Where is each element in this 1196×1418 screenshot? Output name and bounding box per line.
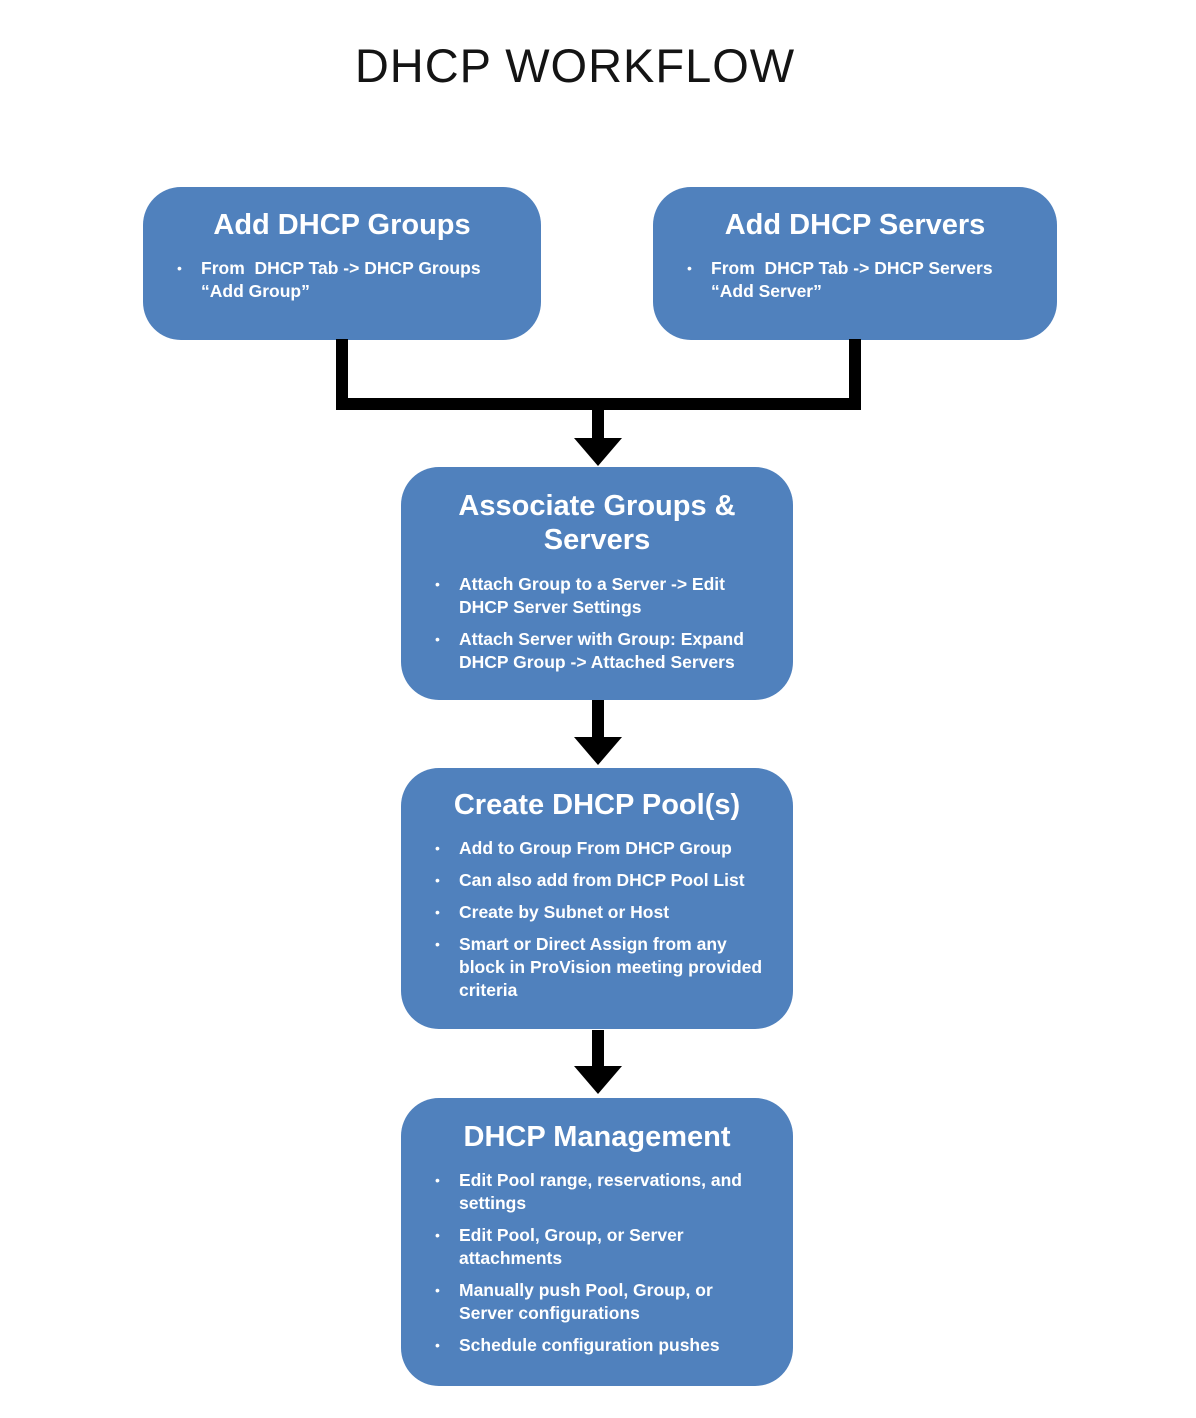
node-add-dhcp-servers: Add DHCP Servers • From DHCP Tab -> DHCP… xyxy=(653,187,1057,340)
node-title: Create DHCP Pool(s) xyxy=(453,789,741,821)
bullet-icon: • xyxy=(435,1337,440,1354)
list-item: • Smart or Direct Assign from any block … xyxy=(431,933,763,1002)
list-item: • Can also add from DHCP Pool List xyxy=(431,869,763,892)
bullet-icon: • xyxy=(435,1172,440,1189)
list-item: • Create by Subnet or Host xyxy=(431,901,763,924)
bullet-text: Edit Pool range, reservations, and setti… xyxy=(459,1170,747,1214)
list-item: • Manually push Pool, Group, or Server c… xyxy=(431,1279,763,1325)
arrow-down-icon xyxy=(574,438,622,466)
bullet-icon: • xyxy=(435,1227,440,1244)
bullet-text: Create by Subnet or Host xyxy=(459,902,670,923)
node-associate-groups-servers: Associate Groups & Servers • Attach Grou… xyxy=(401,467,793,700)
bullet-icon: • xyxy=(435,576,440,593)
bullet-icon: • xyxy=(435,936,440,953)
list-item: • Edit Pool, Group, or Server attachment… xyxy=(431,1224,763,1270)
bullet-icon: • xyxy=(687,260,692,277)
list-item: • Edit Pool range, reservations, and set… xyxy=(431,1169,763,1215)
node-dhcp-management: DHCP Management • Edit Pool range, reser… xyxy=(401,1098,793,1386)
bullet-icon: • xyxy=(435,904,440,921)
list-item: • Attach Group to a Server -> Edit DHCP … xyxy=(431,573,763,619)
node-bullet-list: • From DHCP Tab -> DHCP Servers “Add Ser… xyxy=(653,257,1057,303)
bullet-text: Schedule configuration pushes xyxy=(459,1335,720,1356)
list-item: • Schedule configuration pushes xyxy=(431,1334,763,1357)
arrow-down-icon xyxy=(574,1066,622,1094)
bullet-text: From DHCP Tab -> DHCP Groups “Add Group” xyxy=(201,258,486,302)
bullet-text: Can also add from DHCP Pool List xyxy=(459,870,745,891)
bullet-text: Attach Group to a Server -> Edit DHCP Se… xyxy=(459,574,730,618)
arrow-shaft-1 xyxy=(592,410,604,440)
list-item: • Attach Server with Group: Expand DHCP … xyxy=(431,628,763,674)
list-item: • From DHCP Tab -> DHCP Servers “Add Ser… xyxy=(683,257,1027,303)
node-bullet-list: • Attach Group to a Server -> Edit DHCP … xyxy=(401,573,793,674)
connector-left-stub xyxy=(336,339,348,410)
arrow-shaft-2 xyxy=(592,700,604,739)
node-title: Add DHCP Groups xyxy=(213,209,471,241)
bullet-text: From DHCP Tab -> DHCP Servers “Add Serve… xyxy=(711,258,998,302)
bullet-text: Add to Group From DHCP Group xyxy=(459,838,732,859)
node-create-dhcp-pools: Create DHCP Pool(s) • Add to Group From … xyxy=(401,768,793,1029)
arrow-down-icon xyxy=(574,737,622,765)
bullet-icon: • xyxy=(177,260,182,277)
node-add-dhcp-groups: Add DHCP Groups • From DHCP Tab -> DHCP … xyxy=(143,187,541,340)
node-title: Associate Groups & Servers xyxy=(458,490,736,557)
bullet-icon: • xyxy=(435,840,440,857)
connector-merge-bar xyxy=(336,398,861,410)
bullet-icon: • xyxy=(435,1282,440,1299)
list-item: • From DHCP Tab -> DHCP Groups “Add Grou… xyxy=(173,257,511,303)
node-bullet-list: • Add to Group From DHCP Group • Can als… xyxy=(401,837,793,1002)
node-bullet-list: • Edit Pool range, reservations, and set… xyxy=(401,1169,793,1357)
bullet-icon: • xyxy=(435,631,440,648)
bullet-text: Edit Pool, Group, or Server attachments xyxy=(459,1225,689,1269)
bullet-icon: • xyxy=(435,872,440,889)
arrow-shaft-3 xyxy=(592,1030,604,1068)
list-item: • Add to Group From DHCP Group xyxy=(431,837,763,860)
bullet-text: Attach Server with Group: Expand DHCP Gr… xyxy=(459,629,749,673)
page-title: DHCP WORKFLOW xyxy=(354,39,796,92)
node-bullet-list: • From DHCP Tab -> DHCP Groups “Add Grou… xyxy=(143,257,541,303)
node-title: DHCP Management xyxy=(463,1121,731,1153)
connector-right-stub xyxy=(849,339,861,410)
bullet-text: Smart or Direct Assign from any block in… xyxy=(459,934,767,1001)
node-title: Add DHCP Servers xyxy=(724,209,986,241)
bullet-text: Manually push Pool, Group, or Server con… xyxy=(459,1280,718,1324)
